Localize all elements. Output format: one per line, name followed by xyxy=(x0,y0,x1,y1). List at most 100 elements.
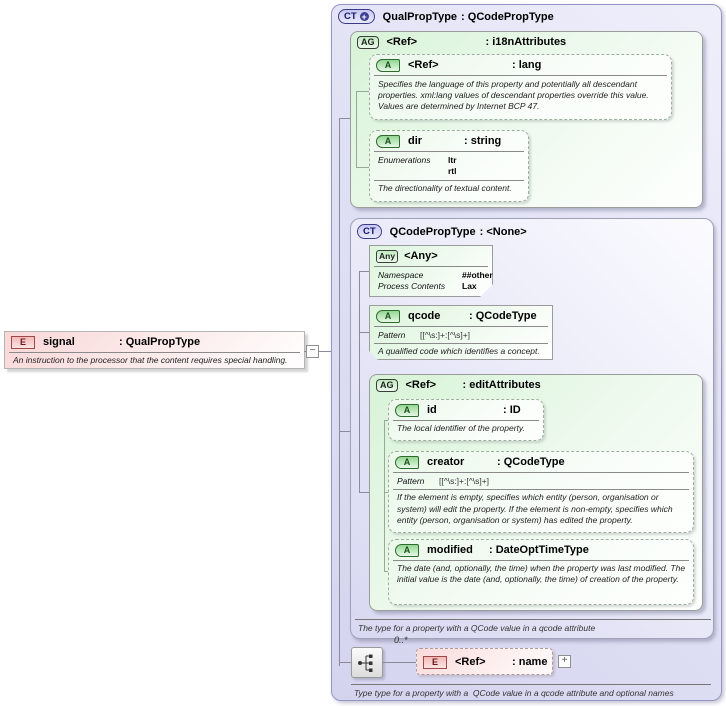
enum-value: rtl xyxy=(448,166,457,177)
complextype-box-qualproptype[interactable]: CT + QualPropType : QCodePropType AG <Re… xyxy=(331,4,722,701)
element-description: An instruction to the processor that the… xyxy=(13,355,288,365)
pattern-value: [[^\s:]+:[^\s]+] xyxy=(439,476,490,486)
expand-button[interactable]: + xyxy=(558,655,571,668)
any-header: Any <Any> xyxy=(370,246,492,265)
connector-line xyxy=(339,662,351,663)
attribute-box-creator[interactable]: A creator : QCodeType Pattern [[^\s:]+:[… xyxy=(388,451,694,533)
id-header: A id : ID xyxy=(389,400,543,419)
creator-type: : QCodeType xyxy=(497,456,565,468)
editattributes-name: : editAttributes xyxy=(462,379,541,391)
qcodeproptype-header: CT QCodePropType : <None> xyxy=(351,219,713,241)
attribute-box-modified[interactable]: A modified : DateOptTimeType The date (a… xyxy=(388,539,694,605)
cardinality-label: 0..* xyxy=(394,635,408,645)
dir-enumerations: Enumerations ltr rtl xyxy=(370,153,528,179)
divider xyxy=(355,619,711,620)
connector-line xyxy=(304,351,340,352)
element-signal-header: E signal : QualPropType xyxy=(5,332,304,351)
attributegroup-icon: AG xyxy=(357,35,379,49)
modified-type: : DateOptTimeType xyxy=(489,544,589,556)
complextype-box-qcodeproptype[interactable]: CT QCodePropType : <None> Any <Any> Name… xyxy=(350,218,714,639)
modified-description: The date (and, optionally, the time) whe… xyxy=(397,563,686,585)
connector-line xyxy=(383,662,416,663)
namespace-label: Namespace xyxy=(378,270,424,280)
connector-line xyxy=(384,420,388,421)
complextype-derived-icon: CT + xyxy=(338,9,375,24)
modified-name: modified xyxy=(427,544,473,556)
divider xyxy=(374,266,488,267)
complextype-icon: CT xyxy=(357,224,382,239)
attribute-icon: A xyxy=(395,403,419,417)
attribute-icon: A xyxy=(395,455,419,469)
qcode-name: qcode xyxy=(408,310,441,322)
connector-line xyxy=(339,118,350,119)
attribute-box-qcode[interactable]: A qcode : QCodeType Pattern [[^\s:]+:[^\… xyxy=(369,305,553,360)
id-name: id xyxy=(427,404,437,416)
divider xyxy=(351,684,711,685)
attributegroup-box-i18nattributes[interactable]: AG <Ref> : i18nAttributes A <Ref> : lang… xyxy=(350,31,703,208)
attributegroup-box-editattributes[interactable]: AG <Ref> : editAttributes A id : ID T xyxy=(369,374,703,611)
connector-line xyxy=(339,431,350,432)
process-contents-label: Process Contents xyxy=(378,281,446,292)
name-element-ref: <Ref> xyxy=(455,656,486,668)
id-type: : ID xyxy=(503,404,521,416)
id-description: The local identifier of the property. xyxy=(397,423,525,433)
qcodeproptype-basetype: : <None> xyxy=(479,225,527,238)
connector-trunk xyxy=(384,420,385,571)
connector-trunk xyxy=(359,271,360,492)
lang-description: Specifies the language of this property … xyxy=(378,79,649,112)
connector-trunk xyxy=(356,91,357,167)
lang-header: A <Ref> : lang xyxy=(370,55,671,74)
dir-description: The directionality of textual content. xyxy=(378,182,512,193)
qualproptype-annotation: Type type for a property with a QCode va… xyxy=(354,688,674,698)
qcode-pattern: Pattern [[^\s:]+:[^\s]+] xyxy=(370,328,552,342)
divider xyxy=(374,75,667,76)
editattributes-header: AG <Ref> : editAttributes xyxy=(370,375,702,394)
name-element-name: : name xyxy=(512,656,548,668)
sequence-compositor[interactable] xyxy=(351,647,383,678)
connector-line xyxy=(356,167,369,168)
name-element-header: E <Ref> : name xyxy=(417,649,552,671)
attribute-box-id[interactable]: A id : ID The local identifier of the pr… xyxy=(388,399,544,441)
divider xyxy=(374,326,548,327)
pattern-value: [[^\s:]+:[^\s]+] xyxy=(420,330,471,340)
i18nattributes-ref: <Ref> xyxy=(386,36,418,48)
qcodeproptype-annotation: The type for a property with a QCode val… xyxy=(358,623,596,633)
divider xyxy=(393,420,539,421)
connector-line xyxy=(359,332,369,333)
divider xyxy=(374,179,524,181)
dir-type: : string xyxy=(464,135,502,147)
enum-value: ltr xyxy=(448,155,457,165)
connector-line xyxy=(359,492,369,493)
qualproptype-header: CT + QualPropType : QCodePropType xyxy=(332,5,721,26)
attribute-icon: A xyxy=(376,134,400,148)
dir-header: A dir : string xyxy=(370,131,528,150)
any-name: <Any> xyxy=(404,250,438,262)
element-box-signal[interactable]: E signal : QualPropType An instruction t… xyxy=(4,331,305,369)
collapse-button[interactable]: − xyxy=(306,345,319,358)
creator-name: creator xyxy=(427,456,465,468)
plus-circle-icon: + xyxy=(359,11,369,22)
qcodeproptype-name: QCodePropType xyxy=(389,225,476,238)
process-contents-value: Lax xyxy=(462,281,477,292)
any-facets: Namespace ##other Process Contents Lax xyxy=(370,268,492,294)
enumerations-label: Enumerations xyxy=(378,155,431,165)
attribute-box-dir[interactable]: A dir : string Enumerations ltr rtl The … xyxy=(369,130,529,202)
connector-line xyxy=(359,271,369,272)
attribute-icon: A xyxy=(376,310,400,323)
qcode-header: A qcode : QCodeType xyxy=(370,306,552,325)
element-box-name[interactable]: E <Ref> : name xyxy=(416,648,553,675)
creator-pattern: Pattern [[^\s:]+:[^\s]+] xyxy=(389,474,693,488)
element-icon: E xyxy=(423,655,447,669)
creator-description: If the element is empty, specifies which… xyxy=(397,492,673,525)
connector-line xyxy=(356,91,369,92)
namespace-value: ##other xyxy=(462,270,493,280)
attribute-icon: A xyxy=(395,543,419,557)
attribute-box-lang[interactable]: A <Ref> : lang Specifies the language of… xyxy=(369,54,672,120)
modified-header: A modified : DateOptTimeType xyxy=(389,540,693,559)
qcode-description: A qualified code which identifies a conc… xyxy=(378,346,540,357)
any-wildcard-box[interactable]: Any <Any> Namespace ##other Process Cont… xyxy=(369,245,493,297)
divider xyxy=(374,343,548,344)
connector-line xyxy=(384,571,388,572)
i18nattributes-name: : i18nAttributes xyxy=(485,36,567,48)
